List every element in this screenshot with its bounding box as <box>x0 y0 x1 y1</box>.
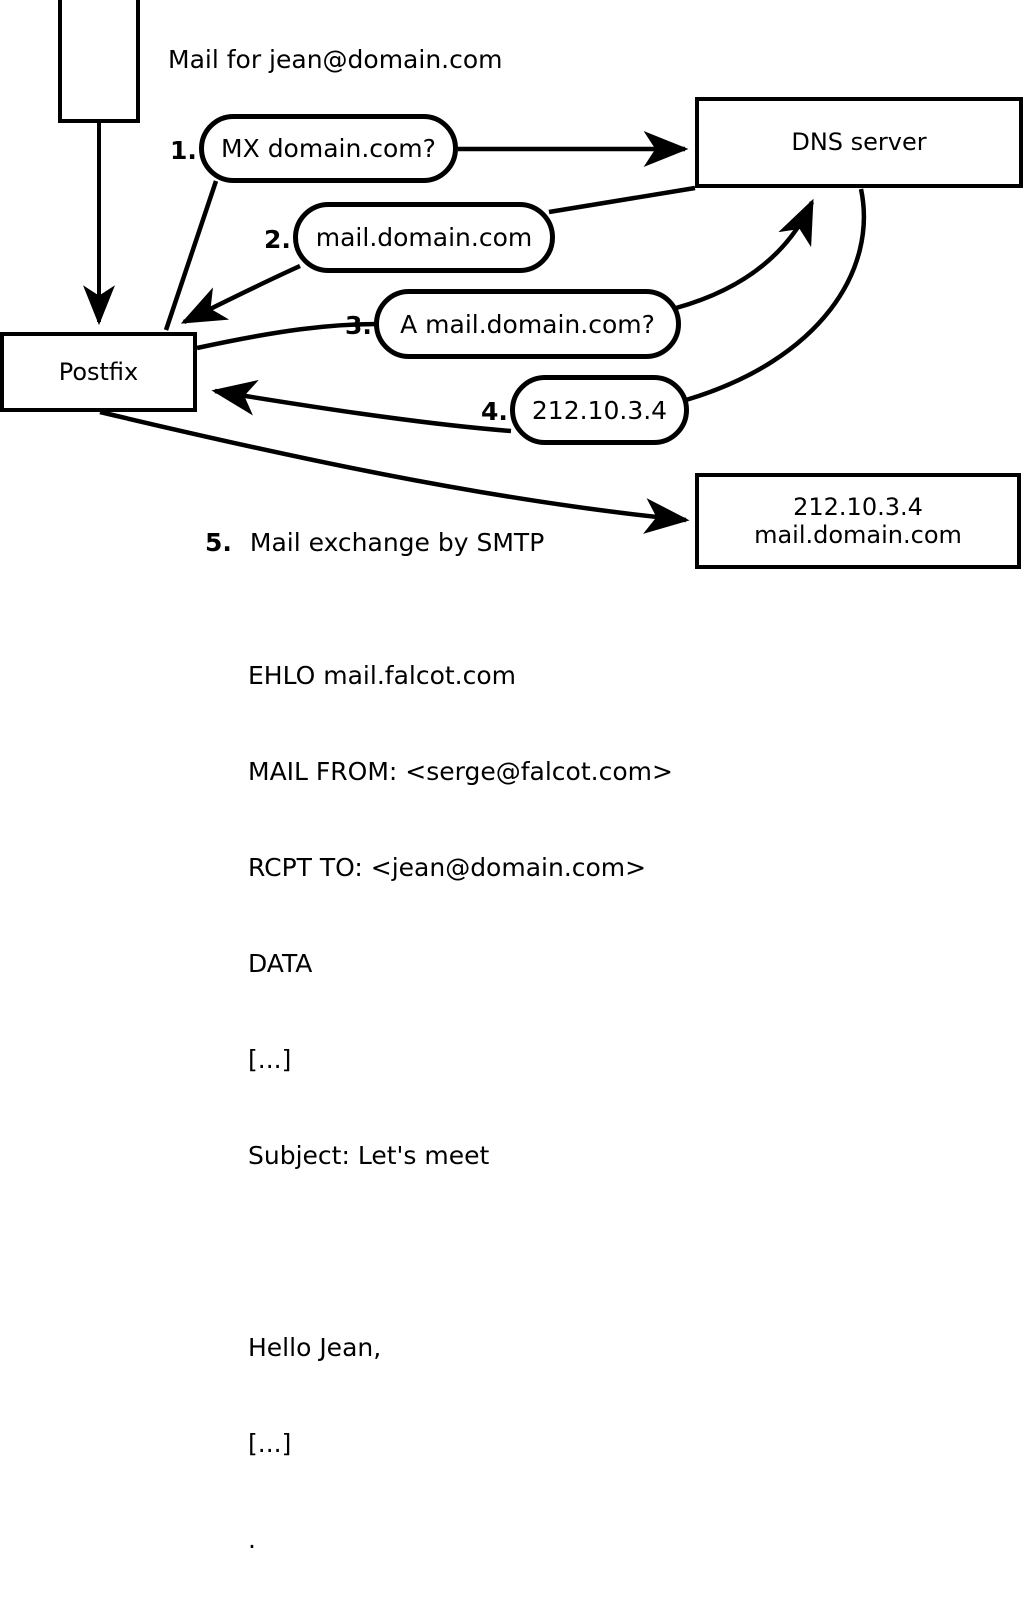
smtp-line-ehlo: EHLO mail.falcot.com <box>248 661 517 690</box>
node-mail-server-box: 212.10.3.4 mail.domain.com <box>695 473 1021 569</box>
step-bubble-3-a-query: A mail.domain.com? <box>374 289 681 359</box>
node-postfix-box: Postfix <box>0 332 197 412</box>
smtp-line-data: DATA <box>248 949 313 978</box>
smtp-line-blank <box>248 1236 673 1268</box>
line-postfix-to-step1 <box>163 180 219 331</box>
step-bubble-3-label: A mail.domain.com? <box>400 309 655 339</box>
step-5-caption: 5. Mail exchange by SMTP <box>205 528 544 557</box>
smtp-line-ellipsis-headers: [...] <box>248 1045 292 1074</box>
step-5-label: Mail exchange by SMTP <box>249 528 545 557</box>
smtp-line-subject: Subject: Let's meet <box>248 1141 490 1170</box>
step-bubble-2-label: mail.domain.com <box>315 223 533 252</box>
mail-flow-diagram: Postfix DNS server 212.10.3.4 mail.domai… <box>0 0 1023 1554</box>
step-bubble-2-mx-answer: mail.domain.com <box>293 202 555 273</box>
node-mail-server-hostname: mail.domain.com <box>754 521 962 549</box>
step-bubble-1-mx-query: MX domain.com? <box>199 114 458 183</box>
step-number-5: 5. <box>205 528 232 557</box>
line-postfix-to-step3 <box>196 321 379 351</box>
arrow-step5-smtp <box>99 409 690 534</box>
smtp-transcript: EHLO mail.falcot.com MAIL FROM: <serge@f… <box>248 596 673 1620</box>
node-dns-server-label: DNS server <box>791 128 927 157</box>
arrow-step2-to-postfix <box>180 263 301 325</box>
arrow-step4-to-postfix <box>211 379 512 434</box>
step-bubble-4-a-answer: 212.10.3.4 <box>510 375 689 445</box>
line-dns-to-step4 <box>685 188 867 403</box>
node-postfix-label: Postfix <box>58 357 139 386</box>
smtp-line-greeting: Hello Jean, <box>248 1333 382 1362</box>
connector-layer <box>83 123 867 534</box>
arrow-step3-to-dns <box>675 198 815 311</box>
smtp-line-rcpt-to: RCPT TO: <jean@domain.com> <box>248 853 647 882</box>
node-mail-server-ip: 212.10.3.4 <box>793 492 923 521</box>
label-mail-for: Mail for jean@domain.com <box>168 45 503 74</box>
step-number-2: 2. <box>264 225 291 254</box>
node-dns-server-box: DNS server <box>695 97 1023 188</box>
step-number-3: 3. <box>345 311 372 340</box>
step-number-4: 4. <box>481 397 508 426</box>
smtp-line-mail-from: MAIL FROM: <serge@falcot.com> <box>248 757 673 786</box>
step-number-1: 1. <box>170 136 197 165</box>
node-client-box <box>58 0 140 123</box>
step-bubble-1-label: MX domain.com? <box>221 134 436 163</box>
smtp-line-end-of-data: . <box>248 1525 256 1554</box>
step-bubble-4-label: 212.10.3.4 <box>531 395 668 425</box>
smtp-line-ellipsis-body: [...] <box>248 1429 292 1458</box>
line-dns-to-step2 <box>548 185 696 215</box>
